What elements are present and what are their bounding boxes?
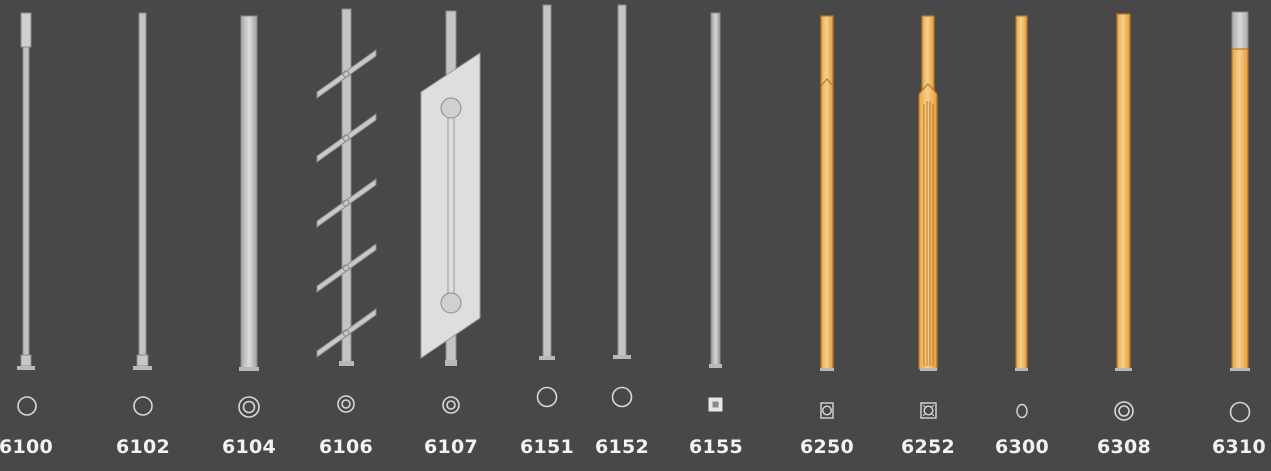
product-6250[interactable]: 6250	[800, 0, 854, 471]
product-code-label: 6152	[594, 436, 650, 458]
rod-6102-icon	[133, 12, 152, 370]
round-profile-icon	[133, 396, 153, 416]
round-profile-icon	[1229, 401, 1251, 423]
product-code-label: 6300	[994, 436, 1050, 458]
fluted-square-profile-icon	[920, 402, 937, 419]
wood-post-6300-icon	[1015, 15, 1028, 371]
product-code-label: 6155	[688, 436, 744, 458]
product-code-label: 6151	[519, 436, 575, 458]
rod-6152-icon	[613, 4, 631, 359]
wood-post-6308-icon	[1115, 13, 1132, 371]
glass-panel-rod-6107-icon	[420, 10, 481, 366]
double-ring-profile-icon	[1114, 401, 1134, 421]
wood-post-6310-icon	[1230, 11, 1250, 371]
product-code-label: 6252	[900, 436, 956, 458]
product-6310[interactable]: 6310	[1212, 0, 1266, 471]
round-profile-icon	[17, 396, 37, 416]
double-ring-profile-icon	[337, 395, 355, 413]
round-profile-icon	[536, 386, 558, 408]
rod-6151-icon	[539, 4, 555, 360]
product-6106[interactable]: 6106	[310, 0, 382, 471]
product-code-label: 6104	[221, 436, 277, 458]
wood-post-6250-icon	[820, 15, 834, 371]
product-6308[interactable]: 6308	[1097, 0, 1151, 471]
product-code-label: 6250	[799, 436, 855, 458]
fluted-wood-post-6252-icon	[918, 15, 938, 371]
product-6104[interactable]: 6104	[219, 0, 279, 471]
product-code-label: 6308	[1096, 436, 1152, 458]
product-6155[interactable]: 6155	[689, 0, 743, 471]
spiral-rod-6106-icon	[316, 8, 377, 366]
product-6252[interactable]: 6252	[901, 0, 955, 471]
product-6152[interactable]: 6152	[595, 0, 649, 471]
product-code-label: 6107	[423, 436, 479, 458]
tube-6104-icon	[239, 15, 259, 371]
double-ring-profile-icon	[442, 396, 460, 414]
product-6300[interactable]: 6300	[995, 0, 1049, 471]
product-6100[interactable]: 6100	[0, 0, 53, 471]
rod-6100-icon	[17, 12, 35, 370]
small-oval-profile-icon	[1016, 403, 1028, 419]
product-code-label: 6100	[0, 436, 54, 458]
product-6107[interactable]: 6107	[415, 0, 487, 471]
square-rod-6155-icon	[709, 12, 722, 368]
product-code-label: 6106	[318, 436, 374, 458]
double-ring-profile-icon	[238, 396, 260, 418]
product-code-label: 6102	[115, 436, 171, 458]
square-ring-profile-icon	[820, 402, 834, 419]
square-profile-icon	[708, 397, 723, 412]
product-code-label: 6310	[1211, 436, 1267, 458]
round-profile-icon	[611, 386, 633, 408]
product-6151[interactable]: 6151	[520, 0, 574, 471]
product-6102[interactable]: 6102	[115, 0, 171, 471]
